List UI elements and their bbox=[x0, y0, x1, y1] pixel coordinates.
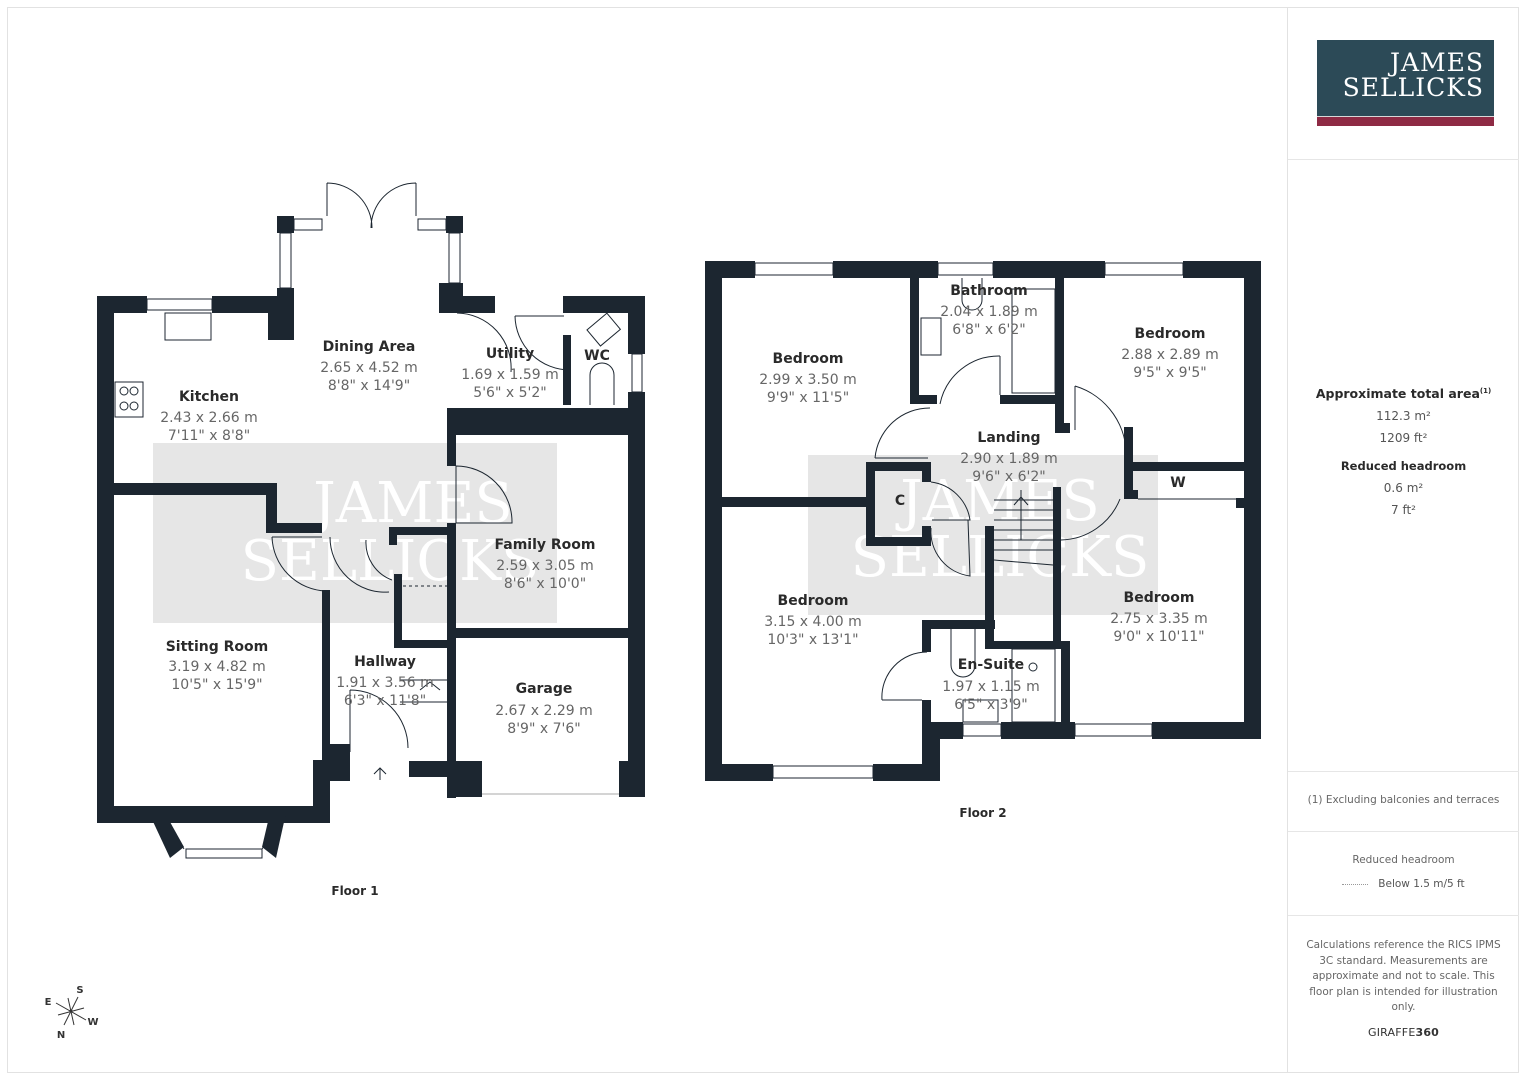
floor-1-plan: JAMES SELLICKS bbox=[97, 182, 645, 898]
room-metric-landing: 2.90 x 1.89 m bbox=[960, 451, 1058, 467]
floor-plan-area: JAMES SELLICKS bbox=[45, 182, 1261, 1041]
room-name-wc: WC bbox=[584, 348, 610, 364]
compass-icon: S E W N bbox=[45, 985, 99, 1041]
total-area-title-text: Approximate total area bbox=[1315, 386, 1480, 401]
room-name-sitting-room: Sitting Room bbox=[166, 639, 269, 655]
room-imperial-bedroom-1: 9'9" x 11'5" bbox=[767, 390, 849, 406]
room-name-bedroom-1: Bedroom bbox=[773, 351, 844, 367]
room-imperial-bedroom-4: 9'0" x 10'11" bbox=[1113, 629, 1204, 645]
logo-section: JAMES SELLICKS bbox=[1288, 7, 1519, 160]
room-name-garage: Garage bbox=[516, 681, 573, 697]
room-metric-dining-area: 2.65 x 4.52 m bbox=[320, 360, 418, 376]
room-imperial-garage: 8'9" x 7'6" bbox=[507, 721, 580, 737]
room-imperial-sitting-room: 10'5" x 15'9" bbox=[171, 677, 262, 693]
brand-logo: JAMES SELLICKS bbox=[1317, 40, 1494, 125]
floor-2-label: Floor 2 bbox=[959, 806, 1006, 820]
reduced-headroom-ft2: 7 ft² bbox=[1391, 503, 1416, 517]
room-name-dining-area: Dining Area bbox=[323, 339, 416, 355]
area-section: Approximate total area(1) 112.3 m² 1209 … bbox=[1288, 160, 1519, 772]
disclaimer-text: Calculations reference the RICS IPMS 3C … bbox=[1306, 939, 1501, 1013]
legend-title: Reduced headroom bbox=[1352, 854, 1455, 866]
info-sidebar: JAMES SELLICKS Approximate total area(1)… bbox=[1287, 7, 1519, 1073]
room-imperial-bedroom-3: 10'3" x 13'1" bbox=[767, 632, 858, 648]
room-metric-utility: 1.69 x 1.59 m bbox=[461, 367, 559, 383]
page-frame bbox=[7, 7, 1519, 1073]
openings-floor-2 bbox=[754, 262, 1236, 779]
room-labels-floor-1: Dining Area 2.65 x 4.52 m 8'8" x 14'9" K… bbox=[160, 339, 610, 898]
room-name-utility: Utility bbox=[486, 346, 534, 362]
room-name-family-room: Family Room bbox=[495, 537, 596, 553]
room-imperial-landing: 9'6" x 6'2" bbox=[972, 469, 1045, 485]
provider-prefix: GIRAFFE bbox=[1367, 1025, 1416, 1039]
footnote-text: (1) Excluding balconies and terraces bbox=[1307, 794, 1500, 806]
room-labels-floor-2: Bathroom 2.04 x 1.89 m 6'8" x 6'2" Bedro… bbox=[759, 283, 1219, 820]
dotted-line-icon bbox=[1342, 883, 1369, 885]
room-name-en-suite: En-Suite bbox=[958, 657, 1024, 673]
room-imperial-utility: 5'6" x 5'2" bbox=[473, 385, 546, 401]
room-name-hallway: Hallway bbox=[354, 654, 416, 670]
room-name-kitchen: Kitchen bbox=[179, 389, 239, 405]
total-area-title: Approximate total area(1) bbox=[1288, 386, 1519, 401]
floor-plan-svg: JAMES SELLICKS bbox=[45, 182, 1261, 1041]
room-imperial-dining-area: 8'8" x 14'9" bbox=[328, 378, 410, 394]
room-metric-garage: 2.67 x 2.29 m bbox=[495, 703, 593, 719]
floor-1-label: Floor 1 bbox=[331, 884, 378, 898]
logo-text: JAMES SELLICKS bbox=[1343, 50, 1484, 100]
room-metric-family-room: 2.59 x 3.05 m bbox=[496, 558, 594, 574]
footnote-mark: (1) bbox=[1479, 386, 1492, 395]
room-imperial-en-suite: 6'5" x 3'9" bbox=[954, 697, 1027, 713]
compass-e: E bbox=[45, 997, 52, 1008]
floor-2-plan: JAMES SELLICKS bbox=[705, 261, 1261, 820]
room-metric-bedroom-3: 3.15 x 4.00 m bbox=[764, 614, 862, 630]
compass-s: S bbox=[76, 985, 83, 996]
compass-w: W bbox=[87, 1017, 98, 1028]
room-name-wardrobe: W bbox=[1170, 475, 1185, 491]
walls-floor-2 bbox=[705, 261, 1261, 781]
room-metric-bedroom-1: 2.99 x 3.50 m bbox=[759, 372, 857, 388]
logo-line-2: SELLICKS bbox=[1342, 73, 1484, 102]
room-name-bedroom-2: Bedroom bbox=[1135, 326, 1206, 342]
total-area-ft2: 1209 ft² bbox=[1379, 431, 1428, 445]
footnote-section: (1) Excluding balconies and terraces bbox=[1288, 772, 1519, 832]
logo-line-1: JAMES bbox=[1389, 48, 1484, 77]
compass-n: N bbox=[57, 1030, 65, 1041]
room-name-bathroom: Bathroom bbox=[950, 283, 1028, 299]
watermark-text-1: JAMES bbox=[308, 471, 512, 536]
room-imperial-family-room: 8'6" x 10'0" bbox=[504, 576, 586, 592]
room-metric-bedroom-4: 2.75 x 3.35 m bbox=[1110, 611, 1208, 627]
reduced-headroom-m2: 0.6 m² bbox=[1383, 481, 1424, 495]
room-metric-bathroom: 2.04 x 1.89 m bbox=[940, 304, 1038, 320]
legend-row: Below 1.5 m/5 ft bbox=[1288, 878, 1519, 890]
room-imperial-bedroom-2: 9'5" x 9'5" bbox=[1133, 365, 1206, 381]
watermark-text-4: SELLICKS bbox=[851, 525, 1150, 590]
legend-section: Reduced headroom Below 1.5 m/5 ft bbox=[1288, 832, 1519, 916]
room-metric-sitting-room: 3.19 x 4.82 m bbox=[168, 659, 266, 675]
provider-suffix: 360 bbox=[1415, 1025, 1440, 1039]
total-area-m2: 112.3 m² bbox=[1376, 409, 1431, 423]
room-name-landing: Landing bbox=[977, 430, 1040, 446]
room-imperial-kitchen: 7'11" x 8'8" bbox=[168, 428, 250, 444]
room-metric-bedroom-2: 2.88 x 2.89 m bbox=[1121, 347, 1219, 363]
openings-floor-1 bbox=[114, 182, 643, 859]
provider-brand: GIRAFFE360 bbox=[1288, 1026, 1519, 1039]
room-metric-hallway: 1.91 x 3.56 m bbox=[336, 675, 434, 691]
legend-item-text: Below 1.5 m/5 ft bbox=[1378, 878, 1465, 890]
logo-accent-bar bbox=[1317, 116, 1494, 126]
room-name-bedroom-4: Bedroom bbox=[1124, 590, 1195, 606]
room-imperial-bathroom: 6'8" x 6'2" bbox=[952, 322, 1025, 338]
reduced-headroom-title: Reduced headroom bbox=[1340, 459, 1467, 473]
room-name-cupboard: C bbox=[895, 493, 905, 509]
room-name-bedroom-3: Bedroom bbox=[778, 593, 849, 609]
room-imperial-hallway: 6'3" x 11'8" bbox=[344, 693, 426, 709]
watermark-floor-1: JAMES SELLICKS bbox=[153, 443, 557, 623]
room-metric-kitchen: 2.43 x 2.66 m bbox=[160, 410, 258, 426]
disclaimer-section: Calculations reference the RICS IPMS 3C … bbox=[1288, 916, 1519, 1073]
room-metric-en-suite: 1.97 x 1.15 m bbox=[942, 679, 1040, 695]
